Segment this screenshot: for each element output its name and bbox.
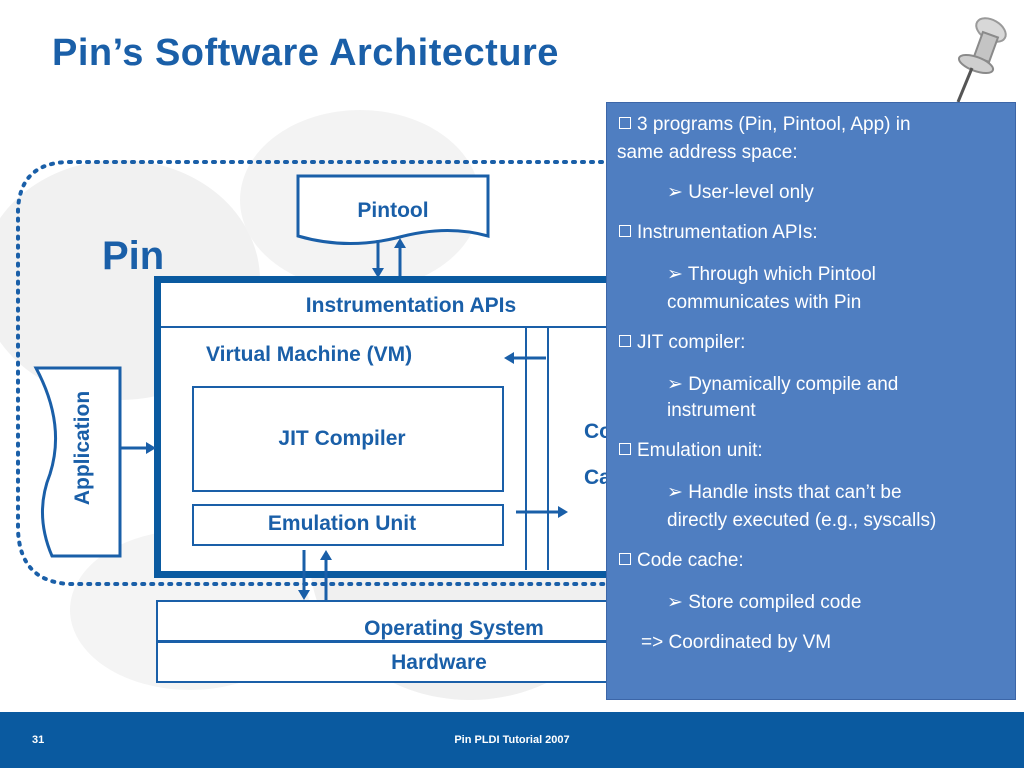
cache-to-vm-arrow	[504, 352, 546, 364]
note-subitem: ➢ Through which Pintool	[667, 261, 876, 289]
jit-compiler-box	[192, 386, 504, 492]
emulation-os-arrows	[298, 550, 332, 600]
footer-bar: 31 Pin PLDI Tutorial 2007	[0, 712, 1024, 768]
note-text: Through which Pintool	[687, 264, 876, 285]
vm-boundary	[525, 328, 527, 570]
note-item: Code cache:	[619, 547, 744, 575]
checkbox-bullet-icon	[619, 225, 631, 237]
arrow-bullet-icon: ➢	[667, 592, 689, 613]
pushpin-icon	[956, 17, 1007, 103]
emulation-unit-label: Emulation Unit	[267, 512, 417, 535]
note-subitem-continuation: communicates with Pin	[667, 292, 862, 313]
jit-compiler-label: JIT Compiler	[278, 427, 406, 450]
vm-label: Virtual Machine (VM)	[206, 343, 413, 366]
application-box	[33, 366, 122, 558]
apis-divider	[161, 326, 611, 328]
arrow-bullet-icon: ➢	[667, 374, 689, 395]
code-cache-boundary	[547, 328, 549, 570]
arrow-bullet-icon: ➢	[667, 182, 689, 203]
note-text: 3 programs (Pin, Pintool, App) in	[637, 114, 911, 135]
note-text: Code cache:	[637, 550, 744, 571]
note-item: 3 programs (Pin, Pintool, App) in	[619, 111, 911, 139]
note-text: Dynamically compile and	[688, 374, 899, 395]
note-item-continuation: same address space:	[617, 142, 798, 163]
arrow-bullet-icon: ➢	[667, 482, 689, 503]
note-text: Store compiled code	[688, 592, 862, 613]
application-to-pin-arrow	[120, 442, 156, 454]
arrow-bullet-icon: ➢	[667, 264, 688, 285]
hardware-box	[156, 641, 616, 683]
note-text: Emulation unit:	[637, 440, 763, 461]
note-item: JIT compiler:	[619, 329, 745, 357]
note-item: Instrumentation APIs:	[619, 219, 818, 247]
instrumentation-apis-label: Instrumentation APIs	[305, 294, 517, 317]
notes-panel: 3 programs (Pin, Pintool, App) in same a…	[606, 102, 1016, 700]
checkbox-bullet-icon	[619, 117, 631, 129]
pin-label: Pin	[102, 234, 165, 278]
emulation-unit-box	[192, 504, 504, 546]
note-conclusion: => Coordinated by VM	[641, 632, 832, 653]
note-subitem: ➢ Store compiled code	[667, 589, 861, 617]
operating-system-label: Operating System	[364, 617, 544, 640]
note-subitem-continuation: instrument	[667, 400, 756, 421]
note-item: Emulation unit:	[619, 437, 763, 465]
checkbox-bullet-icon	[619, 553, 631, 565]
note-subitem-continuation: directly executed (e.g., syscalls)	[667, 510, 937, 531]
operating-system-box	[156, 600, 616, 642]
note-text: Handle insts that can’t be	[688, 482, 902, 503]
hardware-label: Hardware	[391, 651, 487, 674]
slide-title: Pin’s Software Architecture	[52, 32, 559, 74]
pintool-label: Pintool	[357, 199, 429, 222]
note-text: JIT compiler:	[637, 332, 746, 353]
emulation-to-cache-arrow	[516, 506, 568, 518]
pintool-box	[296, 174, 490, 246]
checkbox-bullet-icon	[619, 335, 631, 347]
code-cache-label-line1: Co	[584, 420, 612, 443]
code-cache-label-line2: Ca	[584, 466, 611, 489]
footer-text: Pin PLDI Tutorial 2007	[454, 734, 570, 746]
application-label: Application	[71, 390, 94, 506]
note-subitem: ➢ Handle insts that can’t be	[667, 479, 902, 507]
pin-region-outline	[16, 160, 620, 586]
note-text: Instrumentation APIs:	[637, 222, 818, 243]
note-subitem: ➢ User-level only	[667, 179, 814, 207]
page-number: 31	[32, 734, 45, 746]
note-text: User-level only	[688, 182, 814, 203]
note-subitem: ➢ Dynamically compile and	[667, 371, 898, 399]
pintool-arrows	[372, 238, 406, 278]
checkbox-bullet-icon	[619, 443, 631, 455]
